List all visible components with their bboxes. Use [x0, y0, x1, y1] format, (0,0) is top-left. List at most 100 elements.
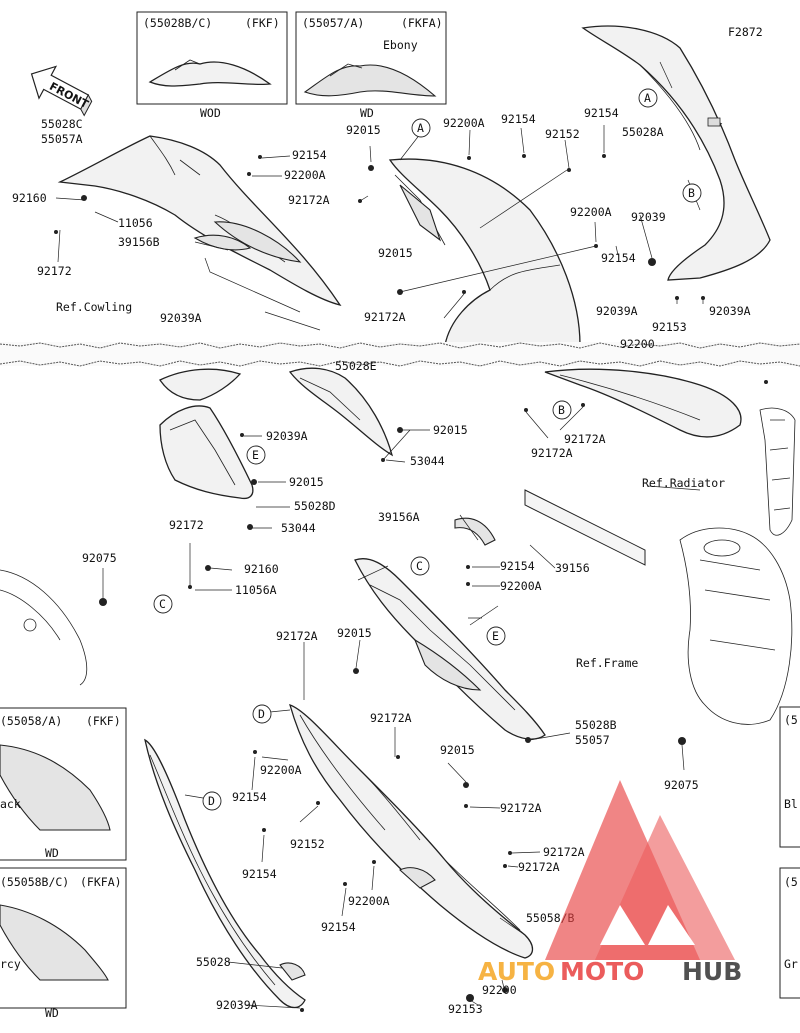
inset-note: Gr — [784, 957, 798, 971]
inset-code: (55057/A) — [302, 16, 364, 30]
part-label: 55057A — [41, 132, 83, 146]
circle-marker-a1: A — [638, 88, 658, 108]
inset-variant: (FKFA) — [80, 875, 122, 889]
part-label: 92172A — [543, 845, 585, 859]
part-label: 92015 — [289, 475, 324, 489]
part-label: 92015 — [440, 743, 475, 757]
part-label: 55028 — [196, 955, 231, 969]
part-label: 92153 — [448, 1002, 483, 1016]
circle-marker-c2: C — [153, 594, 173, 614]
part-label: 92154 — [242, 867, 277, 881]
bracket-55028e — [288, 367, 394, 457]
part-label: 11056A — [235, 583, 277, 597]
circle-marker-d1: D — [252, 704, 272, 724]
break-band — [0, 342, 800, 367]
inset-code: (55028B/C) — [143, 16, 212, 30]
part-label: 92154 — [601, 251, 636, 265]
part-label: 92172A — [288, 193, 330, 207]
part-label: 92153 — [652, 320, 687, 334]
part-label: 92039A — [709, 304, 751, 318]
inset-note: ack — [0, 797, 21, 811]
part-label: 39156 — [555, 561, 590, 575]
logo-text-moto: MOTO — [560, 957, 644, 986]
inset-55028bc: (55028B/C) (FKF) WOD — [136, 11, 288, 120]
logo-text-hub: HUB — [682, 957, 742, 986]
circle-marker-a2: A — [411, 118, 431, 138]
part-label: 39156B — [118, 235, 160, 249]
part-label: 92200A — [348, 894, 390, 908]
part-label: 55028D — [294, 499, 336, 513]
part-label: 92075 — [82, 551, 117, 565]
inset-note: Ebony — [383, 38, 418, 52]
svg-text:C: C — [416, 559, 423, 573]
bracket-upper-left — [159, 368, 242, 401]
sticker-39156 — [524, 489, 646, 566]
part-label: 92015 — [378, 246, 413, 260]
part-label: 92015 — [337, 626, 372, 640]
part-label: 11056 — [118, 216, 153, 230]
part-label: 92154 — [584, 106, 619, 120]
part-label: 55028A — [622, 125, 664, 139]
part-label: 92039A — [266, 429, 308, 443]
part-label: 92154 — [501, 112, 536, 126]
inset-color: WD — [45, 846, 59, 860]
part-label: 55028B — [575, 718, 617, 732]
svg-text:B: B — [688, 186, 695, 200]
duct-55028d — [159, 405, 254, 500]
part-label: 92172 — [37, 264, 72, 278]
svg-text:D: D — [208, 794, 215, 808]
svg-text:A: A — [417, 121, 424, 135]
part-label: 92152 — [290, 837, 325, 851]
inset-color: WD — [360, 106, 374, 120]
diagram-code: F2872 — [728, 25, 763, 39]
part-label: 92075 — [664, 778, 699, 792]
hardware — [54, 154, 768, 1012]
ref-radiator-label: Ref.Radiator — [642, 476, 725, 490]
ref-cowling-label: Ref.Cowling — [56, 300, 132, 314]
part-label: 92160 — [12, 191, 47, 205]
inner-cowl — [388, 158, 581, 346]
part-label: 92200A — [443, 116, 485, 130]
inset-code: (55058B/C) — [0, 875, 69, 889]
part-label: 53044 — [410, 454, 445, 468]
part-label: 92152 — [545, 127, 580, 141]
part-label: 92172A — [531, 446, 573, 460]
part-label: 92154 — [292, 148, 327, 162]
inset-right-2: (5 Gr — [779, 867, 800, 999]
svg-text:B: B — [558, 403, 565, 417]
inset-55058bc: (55058B/C) (FKFA) rcy WD — [0, 867, 127, 1020]
side-fairing-55028a — [581, 25, 771, 281]
ref-frame-label: Ref.Frame — [576, 656, 638, 670]
circle-marker-e1: E — [246, 445, 266, 465]
part-label: 92172 — [169, 518, 204, 532]
circle-marker-c1: C — [410, 556, 430, 576]
part-label: 92172A — [364, 310, 406, 324]
part-label: 92200 — [482, 983, 517, 997]
side-panel-55028b — [354, 558, 546, 740]
inset-55057a: (55057/A) (FKFA) Ebony WD — [295, 11, 447, 120]
part-label: 92172A — [370, 711, 412, 725]
inset-note: Bl — [784, 797, 798, 811]
circle-marker-e2: E — [486, 626, 506, 646]
part-label: 92160 — [244, 562, 279, 576]
radiator-ref — [759, 407, 796, 536]
inset-55058a: (55058/A) (FKF) ack WD — [0, 707, 127, 861]
part-label: 92154 — [232, 790, 267, 804]
part-label: 92172A — [500, 801, 542, 815]
side-panel-right — [544, 368, 742, 438]
part-label: 92172A — [276, 629, 318, 643]
svg-text:E: E — [492, 629, 499, 643]
part-label: 39156A — [378, 510, 420, 524]
part-label: 92200A — [500, 579, 542, 593]
svg-text:C: C — [159, 597, 166, 611]
inset-variant: (FKFA) — [401, 16, 443, 30]
part-label: 92200A — [570, 205, 612, 219]
circle-marker-b2: B — [552, 400, 572, 420]
part-label: 92015 — [346, 123, 381, 137]
logo-text-auto: AUTO — [478, 957, 555, 986]
upper-cowl-55028c — [57, 135, 342, 307]
inset-variant: (FKF) — [245, 16, 280, 30]
inset-code: (5 — [784, 713, 798, 727]
svg-text:D: D — [258, 707, 265, 721]
part-label: 55028C — [41, 117, 83, 131]
